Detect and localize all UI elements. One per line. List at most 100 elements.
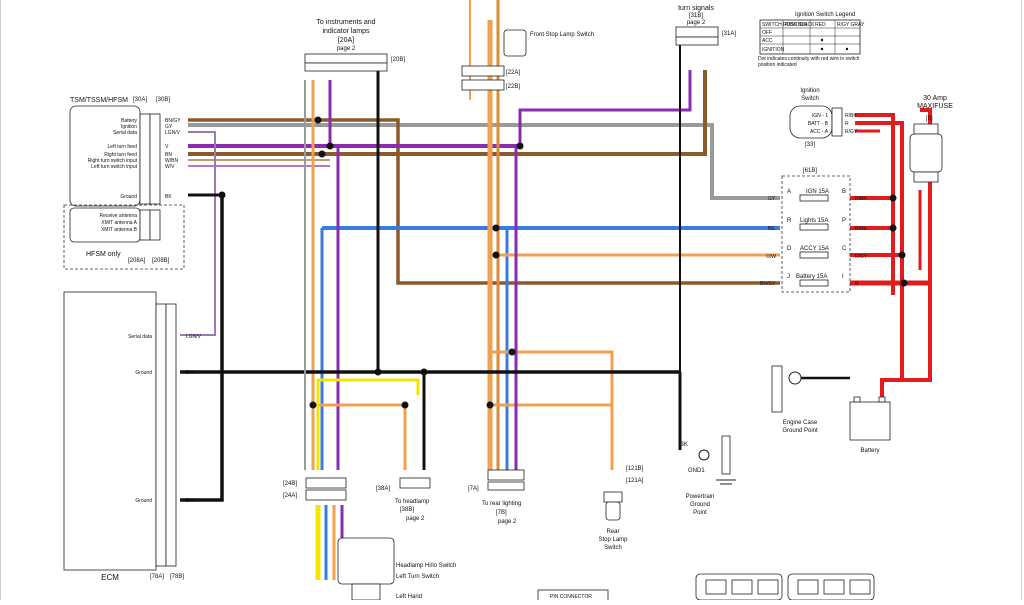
diagram-shape [305,489,347,501]
diagram-label: BK [186,498,193,504]
diagram-shape [399,477,431,489]
wire-red-to-batt [882,190,932,382]
diagram-shape [149,209,161,241]
diagram-label: R/GY [855,254,868,260]
front-stop-switch: Front Stop Lamp Switch [22A] [22B] [461,29,594,91]
diagram-shape [913,171,939,183]
diagram-label: A [787,189,791,195]
diagram-label: [31B] [689,13,703,19]
diagram-label: [7B] [496,510,507,516]
diagram-label: [78A] [150,574,164,580]
diagram-shape [913,123,939,135]
splice-dot [900,279,908,287]
diagram-label: [31A] [722,31,736,37]
splice-dot [820,38,824,42]
diagram-shape [878,396,886,403]
diagram-shape [797,579,819,595]
splice-dot [218,191,226,199]
splice-dot [508,348,516,356]
diagram-label: R/BK [845,113,857,119]
pin-connector-legend: PIN CONNECTOR [537,589,609,603]
diagram-label: GND1 [688,468,705,474]
diagram-label: R/BE [855,226,867,232]
wire-black-ground [180,195,224,502]
bottom-relays [695,573,875,601]
diagram-shape [165,303,177,567]
diagram-label: MAXIFUSE [917,103,953,110]
diagram-shape [487,481,525,491]
ecm-module: Serial data Ground Ground LGN/V BK BK EC… [63,291,202,582]
diagram-shape [831,107,843,137]
diagram-shape [849,579,871,595]
legend-note: Dot indicates continuity with red wire i… [758,56,860,68]
diagram-label: BK [165,194,172,200]
diagram-shape [155,303,167,567]
splice-dot [788,371,802,385]
diagram-label: [22B] [506,84,520,90]
diagram-shape [909,133,943,173]
splice-dot [486,401,494,409]
powertrain-ground: BK GND1 Powertrain Ground Point [680,435,736,516]
diagram-shape [799,194,829,202]
diagram-label: Rear [606,529,619,535]
diagram-shape [603,491,623,503]
ignition-switch-legend: Ignition Switch Legend SWITCH POSITION R… [758,12,865,68]
splice-dot [516,142,524,150]
diagram-shape [721,435,731,475]
handlebar-connector: [24B] [24A] [283,477,347,501]
wire-gray-ignition [188,123,780,200]
diagram-shape [461,65,505,77]
splice-dots [218,116,908,409]
diagram-label: R/BK [855,196,867,202]
diagram-label: Left turn feed [108,144,138,150]
diagram-label: W/BN [165,158,178,164]
diagram-label: Stop Lamp [598,537,628,543]
diagram-label: To rear lighting [482,501,521,507]
diagram-label: R/BK BLACK [785,22,815,28]
diagram-label: 30 Amp [923,95,947,102]
diagram-label: Front Stop Lamp Switch [530,32,594,38]
diagram-label: [20B] [391,57,405,63]
diagram-label: J [787,274,790,280]
diagram-label: HFSM only [86,251,121,258]
rear-lighting-connector: [7A] To rear lighting [7B] page 2 [468,469,525,525]
diagram-label: Headlamp Hi/lo Switch [396,563,456,569]
diagram-label: [61B] [803,168,817,174]
wire-violet-turn [518,70,692,146]
wire-brown-battery [188,118,780,285]
diagram-label: O/W [766,254,776,260]
diagram-shape [781,175,851,293]
diagram-label: Switch [801,96,819,102]
diagram-shape [799,223,829,231]
splice-dot [318,150,326,158]
diagram-shape [823,579,845,595]
diagram-label: ECM [101,573,119,582]
diagram-label: Right turn feed [104,152,137,158]
diagram-shape [675,26,719,38]
diagram-label: [38B] [400,507,414,513]
diagram-label: IGN 15A [806,189,829,195]
diagram-label: [5] [926,116,933,122]
diagram-label: I [842,274,844,280]
diagram-label: R [855,281,859,287]
diagram-shape [149,113,161,205]
diagram-label: Right turn switch input [88,158,138,164]
diagram-label: [121A] [626,478,644,484]
splice-dot [420,368,428,376]
diagram-label: [30A] [133,97,147,103]
diagram-label: Receive antenna [99,213,137,219]
wire-red-batt [855,113,895,295]
diagram-label: B [842,189,846,195]
wire-brown-right-turn [188,70,707,156]
diagram-label: BN/GY [165,118,181,124]
diagram-label: Ignition [800,88,819,94]
splice-dot [326,142,334,150]
diagram-label: Left Turn Switch [396,574,439,580]
splice-dot [401,401,409,409]
diagram-label: GY [165,124,173,130]
splice-dot [314,116,322,124]
diagram-label: XMIT antenna A [101,220,137,226]
diagram-label: [121B] [626,466,644,472]
diagram-shape [757,579,779,595]
